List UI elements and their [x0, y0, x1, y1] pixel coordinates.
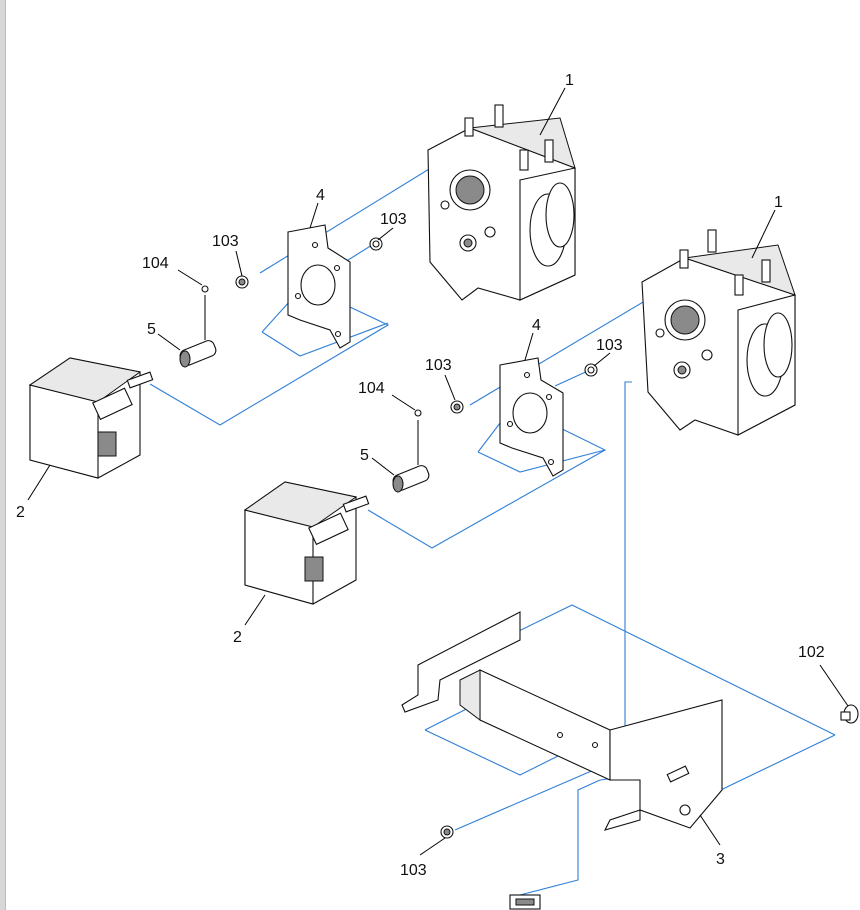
coupling-upper	[179, 285, 217, 368]
mounting-plate-lower	[499, 357, 564, 477]
stepper-motor-left	[28, 357, 154, 479]
mounting-plate-upper	[287, 224, 351, 349]
label-motor-left: 2	[16, 504, 25, 521]
base-bracket	[401, 611, 723, 831]
stepper-motor-center	[243, 481, 370, 605]
screw-102	[840, 704, 859, 724]
label-coupling-upper: 5	[147, 321, 156, 338]
label-plate-lower: 4	[532, 317, 541, 334]
label-pin-104-b: 104	[358, 380, 385, 397]
label-pin-104-a: 104	[142, 255, 169, 272]
label-screw-103-b: 103	[380, 211, 407, 228]
label-pump-unit-lower: 1	[774, 194, 783, 211]
screw-103-c	[450, 400, 464, 414]
window-left-edge	[0, 0, 6, 910]
cable-connector	[509, 894, 541, 910]
label-motor-center: 2	[233, 629, 242, 646]
screw-103-d	[584, 363, 598, 377]
pump-unit-lower	[641, 229, 796, 436]
label-screw-103-a: 103	[212, 233, 239, 250]
screw-103-a	[235, 275, 249, 289]
label-screw-103-d: 103	[596, 337, 623, 354]
screw-103-e	[440, 825, 454, 839]
coupling-lower	[392, 409, 430, 493]
label-bracket-base: 3	[716, 851, 725, 868]
label-screw-102: 102	[798, 644, 825, 661]
pump-unit-upper	[427, 104, 576, 301]
label-screw-103-e: 103	[400, 862, 427, 879]
part-labels: 1 1 2 2 3 4 4 5 5 102 103 103 103 103 10…	[16, 72, 825, 879]
label-coupling-lower: 5	[360, 447, 369, 464]
label-screw-103-c: 103	[425, 357, 452, 374]
screw-103-b	[369, 237, 383, 251]
label-plate-upper: 4	[316, 187, 325, 204]
leader-lines	[27, 87, 849, 856]
label-pump-unit-upper: 1	[565, 72, 574, 89]
